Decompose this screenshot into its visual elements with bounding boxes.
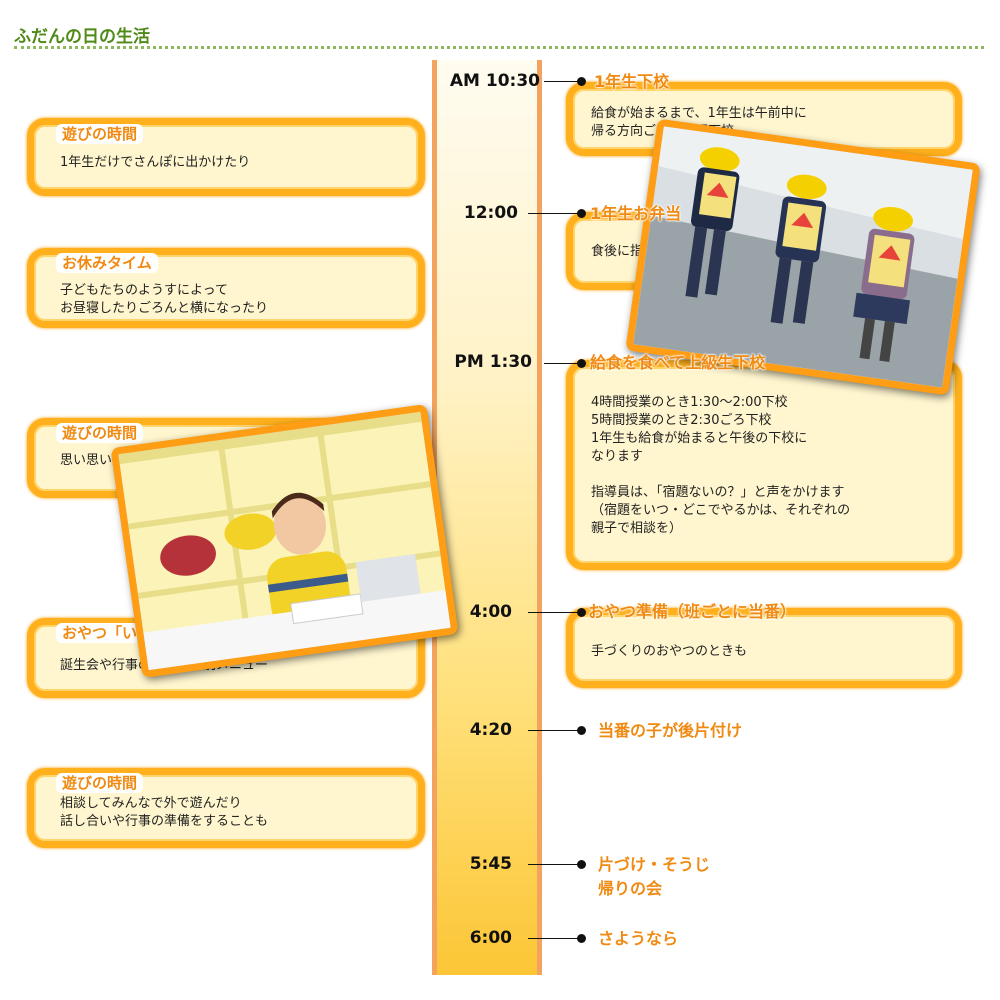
children-walking-illustration bbox=[633, 126, 973, 388]
timeline-dot bbox=[577, 608, 586, 617]
timeline-dot bbox=[577, 359, 586, 368]
timeline-connector bbox=[544, 81, 580, 82]
left-card-text: 子どもたちのようすによって お昼寝したりごろんと横になったり bbox=[60, 283, 269, 316]
timeline-dot bbox=[577, 209, 586, 218]
time-label: 5:45 bbox=[469, 854, 512, 874]
event-title: 給食を食べて上級生下校 bbox=[590, 353, 766, 372]
timeline-connector bbox=[544, 363, 580, 364]
time-label: 6:00 bbox=[469, 928, 512, 948]
timeline-bar bbox=[432, 60, 542, 975]
timeline-dot bbox=[577, 860, 586, 869]
event-title: さようなら bbox=[598, 929, 679, 948]
left-card-text: 1年生だけでさんぽに出かけたり bbox=[60, 155, 251, 170]
child-drawing-illustration bbox=[118, 411, 451, 671]
timeline-dot bbox=[577, 934, 586, 943]
time-label: AM 10:30 bbox=[449, 71, 540, 91]
event-title: 1年生下校 bbox=[594, 72, 670, 91]
time-label: 4:00 bbox=[469, 602, 512, 622]
left-card-title: 遊びの時間 bbox=[56, 423, 144, 443]
time-label: 4:20 bbox=[469, 720, 512, 740]
photo-child-drawing bbox=[110, 403, 459, 679]
timeline-connector bbox=[528, 864, 580, 865]
left-card-2: お休みタイム 子どもたちのようすによって お昼寝したりごろんと横になったり bbox=[27, 248, 425, 328]
timeline-connector bbox=[528, 938, 580, 939]
right-card-3: 4時間授業のとき1:30〜2:00下校 5時間授業のとき2:30ごろ下校 1年生… bbox=[566, 360, 962, 570]
event-title: 片づけ・そうじ 帰りの会 bbox=[598, 855, 711, 898]
event-title: 1年生お弁当 bbox=[590, 204, 682, 223]
page-title: ふだんの日の生活 bbox=[14, 27, 150, 47]
time-label: PM 1:30 bbox=[454, 352, 532, 372]
timeline-connector bbox=[528, 612, 580, 613]
left-card-1: 遊びの時間 1年生だけでさんぽに出かけたり bbox=[27, 118, 425, 196]
right-card-text: 手づくりのおやつのときも bbox=[591, 644, 748, 659]
left-card-title: お休みタイム bbox=[56, 253, 158, 273]
timeline-connector bbox=[528, 730, 580, 731]
left-card-title: 遊びの時間 bbox=[56, 773, 144, 793]
right-card-text: 4時間授業のとき1:30〜2:00下校 5時間授業のとき2:30ごろ下校 1年生… bbox=[591, 395, 851, 536]
time-label: 12:00 bbox=[463, 203, 518, 223]
event-title: 当番の子が後片付け bbox=[598, 721, 743, 740]
timeline-dot bbox=[577, 726, 586, 735]
left-card-5: 遊びの時間 相談してみんなで外で遊んだり 話し合いや行事の準備をすることも bbox=[27, 768, 425, 848]
right-card-4: 手づくりのおやつのときも bbox=[566, 608, 962, 688]
title-divider bbox=[14, 46, 984, 49]
left-card-text: 相談してみんなで外で遊んだり 話し合いや行事の準備をすることも bbox=[60, 796, 269, 829]
photo-children-walking bbox=[625, 118, 981, 396]
event-title: おやつ準備（班ごとに当番） bbox=[588, 602, 797, 621]
left-card-title: 遊びの時間 bbox=[56, 124, 144, 144]
timeline-dot bbox=[577, 77, 586, 86]
timeline-connector bbox=[528, 213, 580, 214]
